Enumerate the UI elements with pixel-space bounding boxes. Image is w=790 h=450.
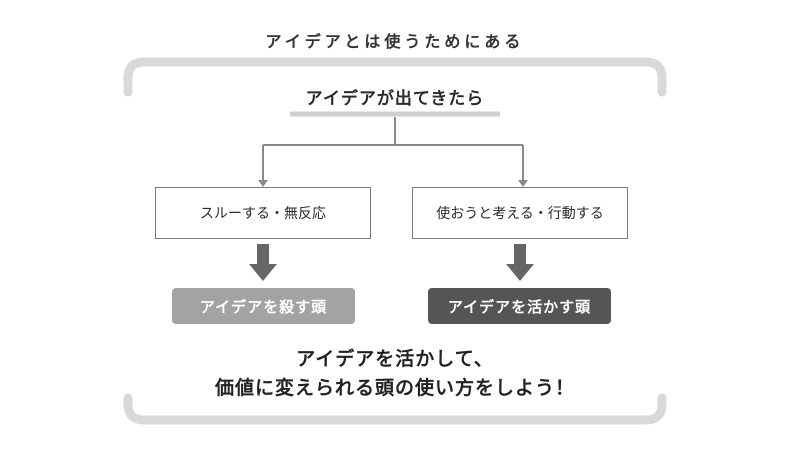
down-arrow-right (506, 244, 534, 281)
page-title: アイデアとは使うためにある (265, 32, 525, 51)
frame-bottom-bracket (123, 393, 667, 425)
conclusion-line-1: アイデアを活かして、 (296, 348, 494, 370)
prompt-label: アイデアが出てきたら (305, 89, 485, 109)
branch-arrowhead-left (258, 180, 268, 187)
left-action-label: スルーする・無反応 (200, 206, 326, 222)
left-result-badge: アイデアを殺す頭 (172, 288, 355, 324)
right-result-label: アイデアを活かす頭 (447, 297, 592, 316)
right-action-label: 使おうと考える・行動する (436, 206, 604, 222)
conclusion-line-2: 価値に変えられる頭の使い方をしよう！ (214, 377, 575, 399)
right-action-box: 使おうと考える・行動する (412, 187, 628, 239)
down-arrow-left (249, 244, 277, 281)
branch-connector (262, 117, 524, 181)
left-result-label: アイデアを殺す頭 (199, 297, 328, 316)
branch-arrowhead-right (518, 180, 528, 187)
right-result-badge: アイデアを活かす頭 (428, 288, 611, 324)
frame-top-bracket (123, 57, 667, 97)
left-action-box: スルーする・無反応 (155, 187, 371, 239)
